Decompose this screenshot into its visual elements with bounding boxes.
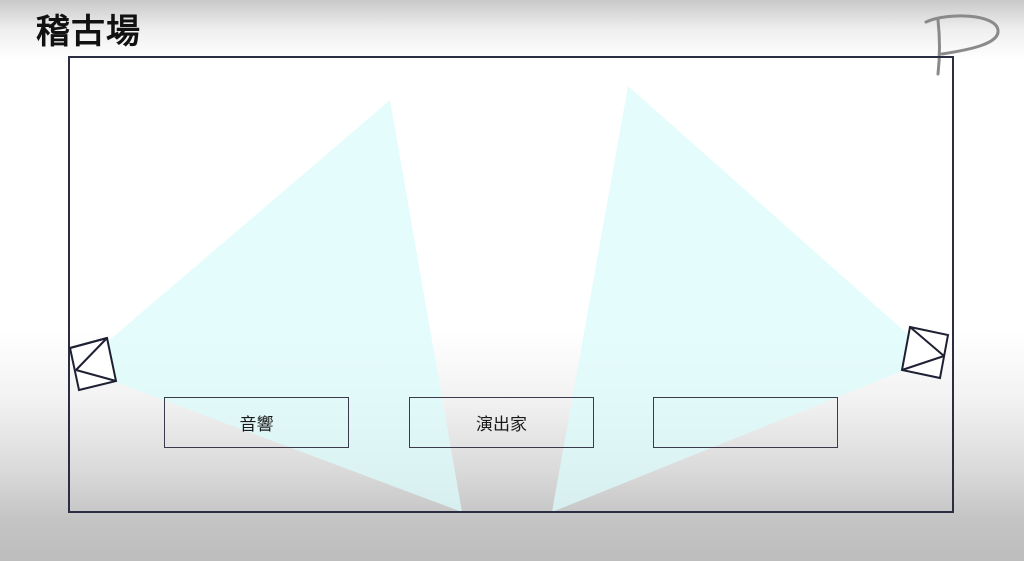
zone-empty [653,397,838,448]
page-title: 稽古場 [36,12,141,52]
right-beam [552,86,920,512]
zone-director: 演出家 [409,397,594,448]
left-beam [92,100,462,512]
rehearsal-room-frame [68,56,954,513]
p-logo-icon [924,14,1000,76]
zone-sound-label: 音響 [239,415,274,435]
zone-director-label: 演出家 [476,415,527,435]
zone-sound: 音響 [164,397,349,448]
